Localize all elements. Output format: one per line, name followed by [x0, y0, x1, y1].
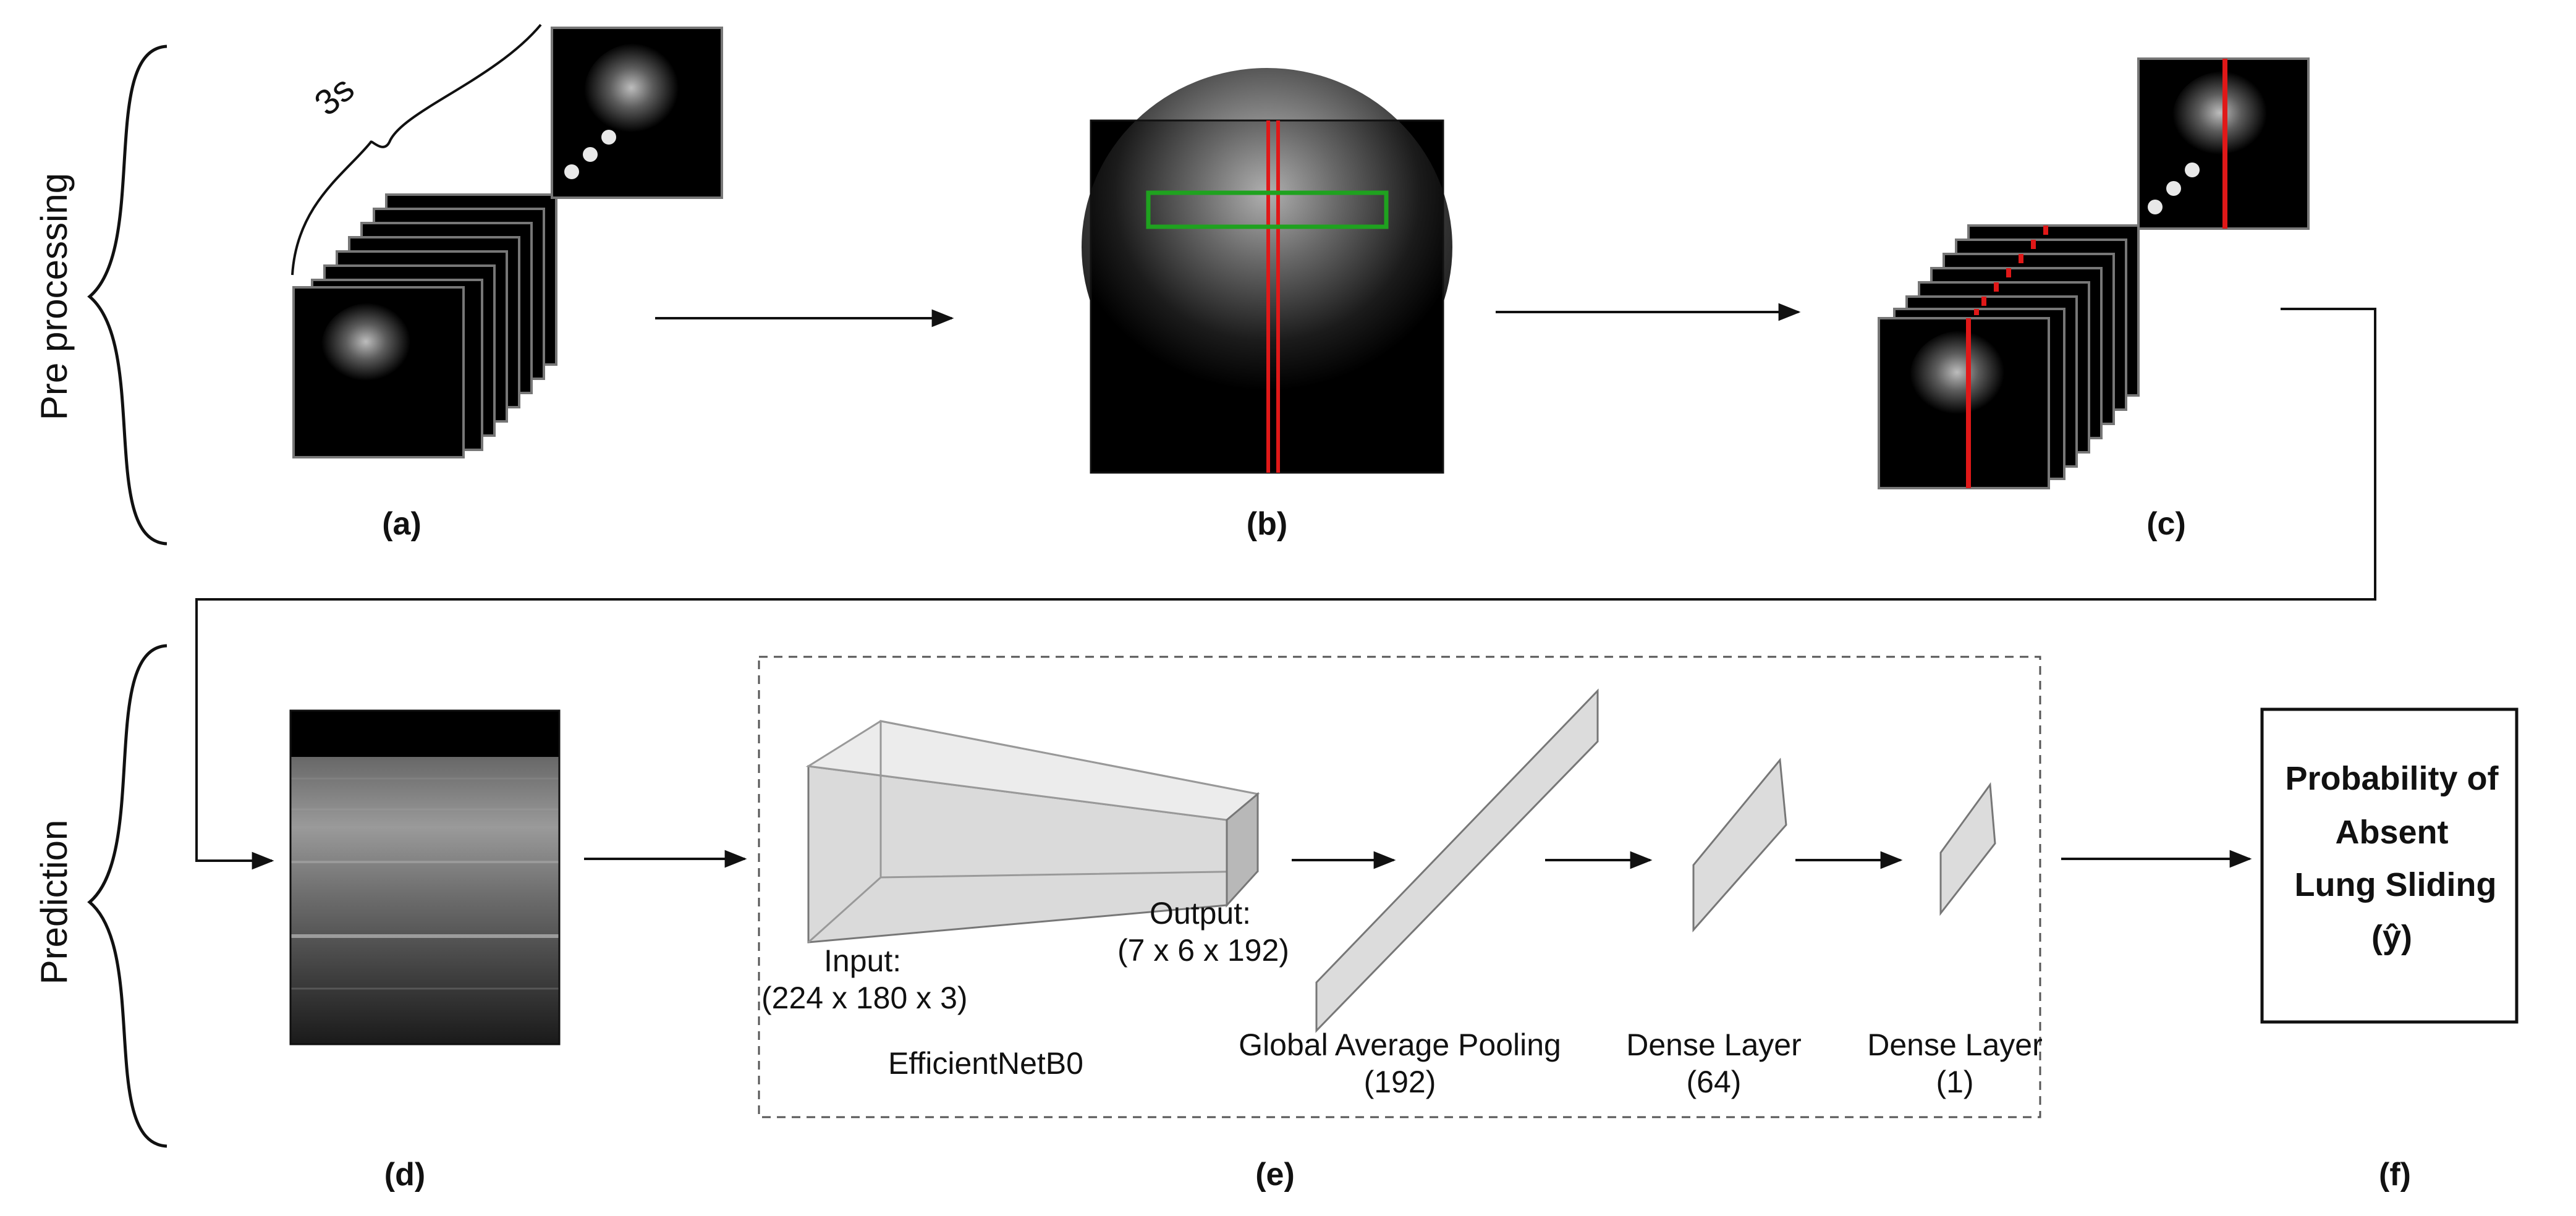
- panel-label-c: (c): [2146, 506, 2186, 542]
- output-box: [2260, 707, 2519, 1024]
- duration-label: 3s: [307, 69, 362, 124]
- pre-processing-brace: [87, 44, 167, 546]
- output-label: Output:: [1150, 896, 1251, 931]
- panel-label-a: (a): [382, 506, 422, 542]
- prediction-brace: [87, 644, 167, 1148]
- output-line-4: (ŷ): [2371, 919, 2412, 956]
- dense1-layer-shape: [1692, 758, 1787, 932]
- panel-label-b: (b): [1247, 506, 1287, 542]
- output-line-3: Lung Sliding: [2295, 866, 2497, 903]
- efficientnet-block: [805, 720, 1260, 944]
- output-line-2: Absent: [2335, 814, 2448, 851]
- backbone-label: EfficientNetB0: [888, 1046, 1083, 1081]
- dense2-label: Dense Layer: [1867, 1028, 2043, 1062]
- dense2-layer-shape: [1939, 782, 1996, 916]
- gap-layer-shape: [1315, 688, 1599, 1033]
- dense1-units: (64): [1687, 1065, 1742, 1099]
- input-label: Input:: [824, 944, 901, 978]
- frame-stack-c: [1878, 224, 2140, 489]
- model-container: [758, 656, 2041, 1118]
- pre-processing-label: Pre processing: [33, 173, 75, 420]
- gap-label: Global Average Pooling: [1239, 1028, 1561, 1062]
- prediction-label: Prediction: [33, 820, 75, 985]
- m-mode-line-b: [1266, 120, 1280, 473]
- frame-stack-a: [292, 193, 557, 458]
- gap-units: (192): [1364, 1065, 1436, 1099]
- pleural-roi-box: [1146, 190, 1389, 229]
- panel-label-e: (e): [1255, 1157, 1295, 1193]
- duration-brace: [291, 23, 542, 276]
- dense2-units: (1): [1936, 1065, 1973, 1099]
- frame-top-c: [2137, 57, 2310, 230]
- frame-top-a: [551, 27, 723, 199]
- input-shape: (224 x 180 x 3): [761, 981, 968, 1015]
- connector-c-to-d: [195, 308, 2376, 870]
- panel-label-f: (f): [2379, 1157, 2411, 1193]
- m-mode-image-d: [289, 709, 561, 1045]
- dense1-label: Dense Layer: [1626, 1028, 1802, 1062]
- output-line-1: Probability of: [2285, 760, 2499, 797]
- output-shape: (7 x 6 x 192): [1117, 933, 1289, 968]
- panel-label-d: (d): [384, 1157, 425, 1193]
